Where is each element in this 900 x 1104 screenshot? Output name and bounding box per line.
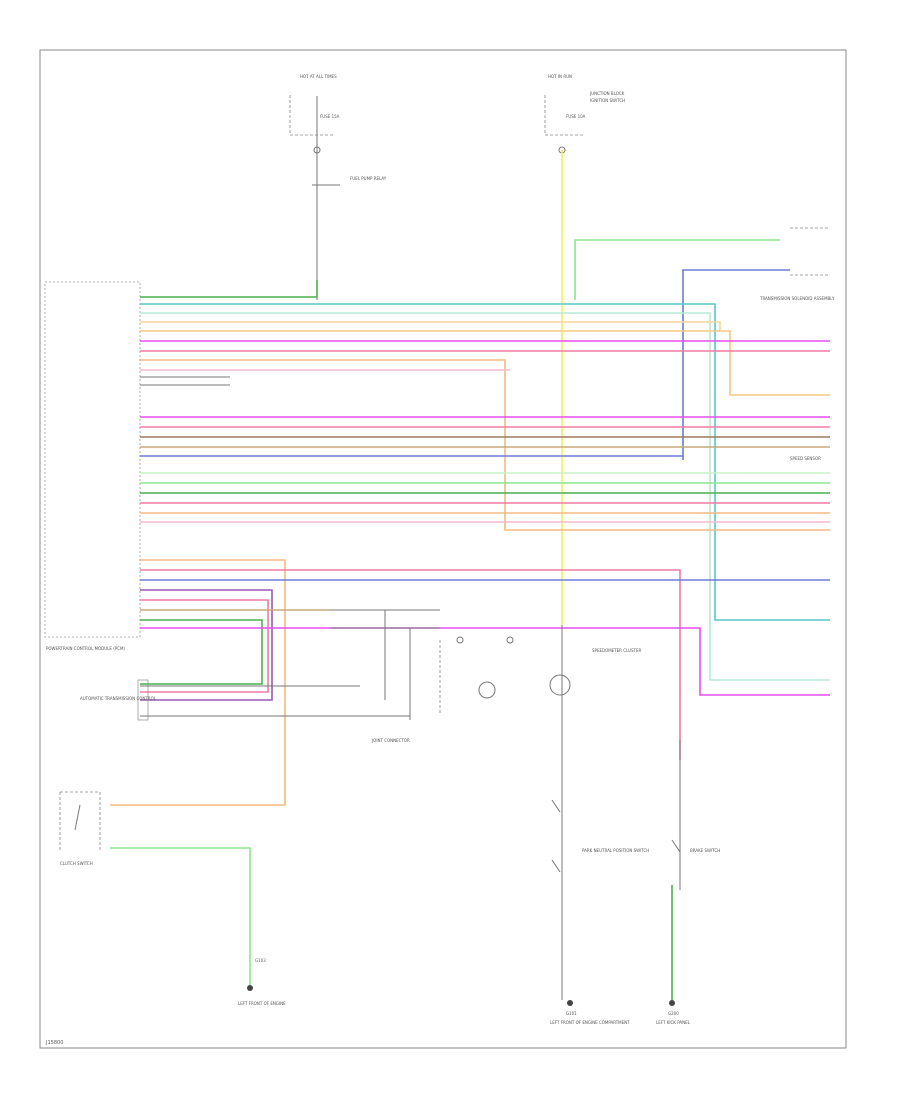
- pcm-wires: [110, 280, 830, 806]
- footer-code: J15800: [45, 1040, 63, 1046]
- label-ignition-switch: IGNITION SWITCH: [590, 98, 625, 103]
- label-park-neutral: PARK NEUTRAL POSITION SWITCH: [582, 848, 649, 853]
- diagram-frame: [39, 49, 847, 1049]
- label-fuse-1: FUSE 15A: [320, 114, 340, 119]
- label-ground-1-loc: LEFT FRONT OF ENGINE: [238, 1001, 286, 1006]
- label-ground-2: G101: [566, 1011, 577, 1016]
- label-fuel-pump-relay: FUEL PUMP RELAY: [350, 176, 387, 181]
- center-lower-circuit: [551, 625, 573, 1006]
- lower-left-switch: [59, 791, 253, 991]
- wire-green-top: [574, 239, 780, 300]
- label-clutch-switch: CLUTCH SWITCH: [60, 861, 93, 866]
- fuse-top-left: [289, 95, 340, 300]
- label-junction-block: JUNCTION BLOCK: [589, 91, 625, 96]
- label-transmission: TRANSMISSION SOLENOID ASSEMBLY: [759, 296, 835, 301]
- label-brake-switch: BRAKE SWITCH: [690, 848, 720, 853]
- label-pcm: POWERTRAIN CONTROL MODULE (PCM): [46, 646, 125, 651]
- label-fuse-2: FUSE 10A: [566, 114, 586, 119]
- label-hot-in-run: HOT IN RUN: [548, 74, 572, 79]
- label-ground-3-loc: LEFT KICK PANEL: [656, 1020, 691, 1025]
- label-ground-1: G103: [255, 958, 266, 963]
- right-lower-circuit: [669, 740, 681, 1006]
- pcm-block: [44, 281, 141, 638]
- label-joint-connector: JOINT CONNECTOR: [371, 738, 410, 743]
- label-speedometer: SPEEDOMETER CLUSTER: [592, 648, 641, 653]
- label-hot-at-all-times: HOT AT ALL TIMES: [300, 74, 337, 79]
- label-ground-2-loc: LEFT FRONT OF ENGINE COMPARTMENT: [550, 1020, 630, 1025]
- fuse-top-center: [544, 95, 585, 154]
- wire-blue-top: [682, 269, 790, 460]
- label-ground-3: G200: [668, 1011, 679, 1016]
- label-tcm: AUTOMATIC TRANSMISSION CONTROL: [80, 696, 157, 701]
- middle-components: [140, 609, 571, 720]
- label-speed-sensor: SPEED SENSOR: [790, 456, 821, 461]
